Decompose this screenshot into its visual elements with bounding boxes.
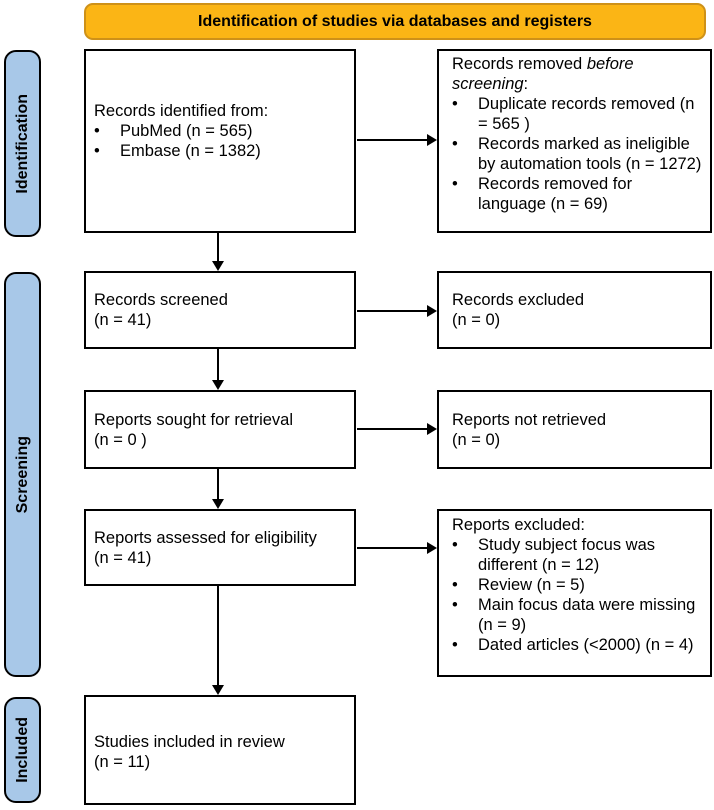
bullet-dot: • xyxy=(452,596,458,614)
stage-label-screening: Screening xyxy=(4,272,41,677)
box-title: Records identified from: xyxy=(94,102,269,120)
bullet-item: • Records removed for language (n = 69) xyxy=(452,174,704,214)
bullet-item: • PubMed (n = 565) xyxy=(94,121,348,141)
box-line: (n = 41) xyxy=(94,548,152,567)
arrow-identified-to-removed xyxy=(357,134,437,146)
box-line: Reports not retrieved xyxy=(452,410,607,429)
bullet-item: • Records marked as ineligible by automa… xyxy=(452,134,704,174)
bullet-item: • Review (n = 5) xyxy=(452,575,704,595)
bullet-dot: • xyxy=(94,142,100,160)
bullet-text: Records marked as ineligible by automati… xyxy=(478,135,702,173)
bullet-dot: • xyxy=(452,576,458,594)
box-records-screened: Records screened (n = 41) xyxy=(84,271,356,349)
bullet-dot: • xyxy=(452,95,458,113)
box-title: Reports excluded: xyxy=(452,516,585,534)
bullet-item: • Main focus data were missing (n = 9) xyxy=(452,595,704,635)
box-line: Records excluded xyxy=(452,291,585,309)
bullet-item: • Study subject focus was different (n =… xyxy=(452,535,704,575)
box-studies-included: Studies included in review (n = 11) xyxy=(84,695,356,805)
box-title: Records removed before screening: xyxy=(452,54,704,94)
box-line: (n = 0) xyxy=(452,311,501,329)
box-line: (n = 11) xyxy=(94,753,151,771)
box-records-removed: Records removed before screening: • Dupli… xyxy=(437,49,712,233)
box-reports-sought: Reports sought for retrieval (n = 0 ) xyxy=(84,390,356,469)
box-line: Reports assessed for eligibility xyxy=(94,528,317,547)
bullet-text: PubMed (n = 565) xyxy=(120,122,253,140)
bullet-item: • Embase (n = 1382) xyxy=(94,141,348,161)
stage-label-text: Included xyxy=(13,717,31,783)
bullet-dot: • xyxy=(452,536,458,554)
box-records-identified: Records identified from: • PubMed (n = 5… xyxy=(84,49,356,233)
box-line: Records screened xyxy=(94,291,228,309)
arrow-screened-to-excluded xyxy=(357,305,437,317)
bullet-text: Main focus data were missing (n = 9) xyxy=(478,596,696,634)
bullet-text: Dated articles (<2000) (n = 4) xyxy=(478,636,694,654)
bullet-dot: • xyxy=(452,636,458,654)
box-reports-excluded: Reports excluded: • Study subject focus … xyxy=(437,509,712,677)
stage-label-text: Identification xyxy=(13,93,31,194)
box-reports-assessed: Reports assessed for eligibility (n = 41… xyxy=(84,509,356,586)
bullet-text: Study subject focus was different (n = 1… xyxy=(478,536,656,574)
arrow-identified-to-screened xyxy=(212,233,224,271)
box-reports-not-retrieved: Reports not retrieved (n = 0) xyxy=(437,390,712,469)
box-line: (n = 41) xyxy=(94,311,152,329)
box-line: Reports sought for retrieval xyxy=(94,410,294,429)
stage-label-identification: Identification xyxy=(4,50,41,237)
arrow-assessed-to-included xyxy=(212,586,224,695)
box-title-suffix: : xyxy=(523,75,529,93)
stage-label-text: Screening xyxy=(13,435,31,514)
bullet-text: Records removed for language (n = 69) xyxy=(478,175,633,213)
box-records-excluded: Records excluded (n = 0) xyxy=(437,271,712,349)
box-title-regular: Records removed xyxy=(452,55,587,73)
arrow-screened-to-sought xyxy=(212,349,224,390)
stage-label-included: Included xyxy=(4,697,41,803)
box-title-italic: screening xyxy=(452,75,524,93)
bullet-text: Duplicate records removed (n = 565 ) xyxy=(478,95,695,133)
bullet-text: Embase (n = 1382) xyxy=(120,142,261,160)
title-banner: Identification of studies via databases … xyxy=(84,3,706,40)
box-line: (n = 0 ) xyxy=(94,430,147,449)
bullet-item: • Duplicate records removed (n = 565 ) xyxy=(452,94,704,134)
arrow-sought-to-assessed xyxy=(212,469,224,509)
bullet-dot: • xyxy=(452,175,458,193)
bullet-dot: • xyxy=(452,135,458,153)
diagram-title: Identification of studies via databases … xyxy=(198,12,592,30)
arrow-assessed-to-reports-excluded xyxy=(357,542,437,554)
arrow-sought-to-not-retrieved xyxy=(357,423,437,435)
box-line: Studies included in review xyxy=(94,733,285,751)
bullet-item: • Dated articles (<2000) (n = 4) xyxy=(452,635,704,655)
box-line: (n = 0) xyxy=(452,430,501,449)
bullet-text: Review (n = 5) xyxy=(478,576,585,594)
box-title-italic: before xyxy=(586,55,634,73)
bullet-dot: • xyxy=(94,122,100,140)
